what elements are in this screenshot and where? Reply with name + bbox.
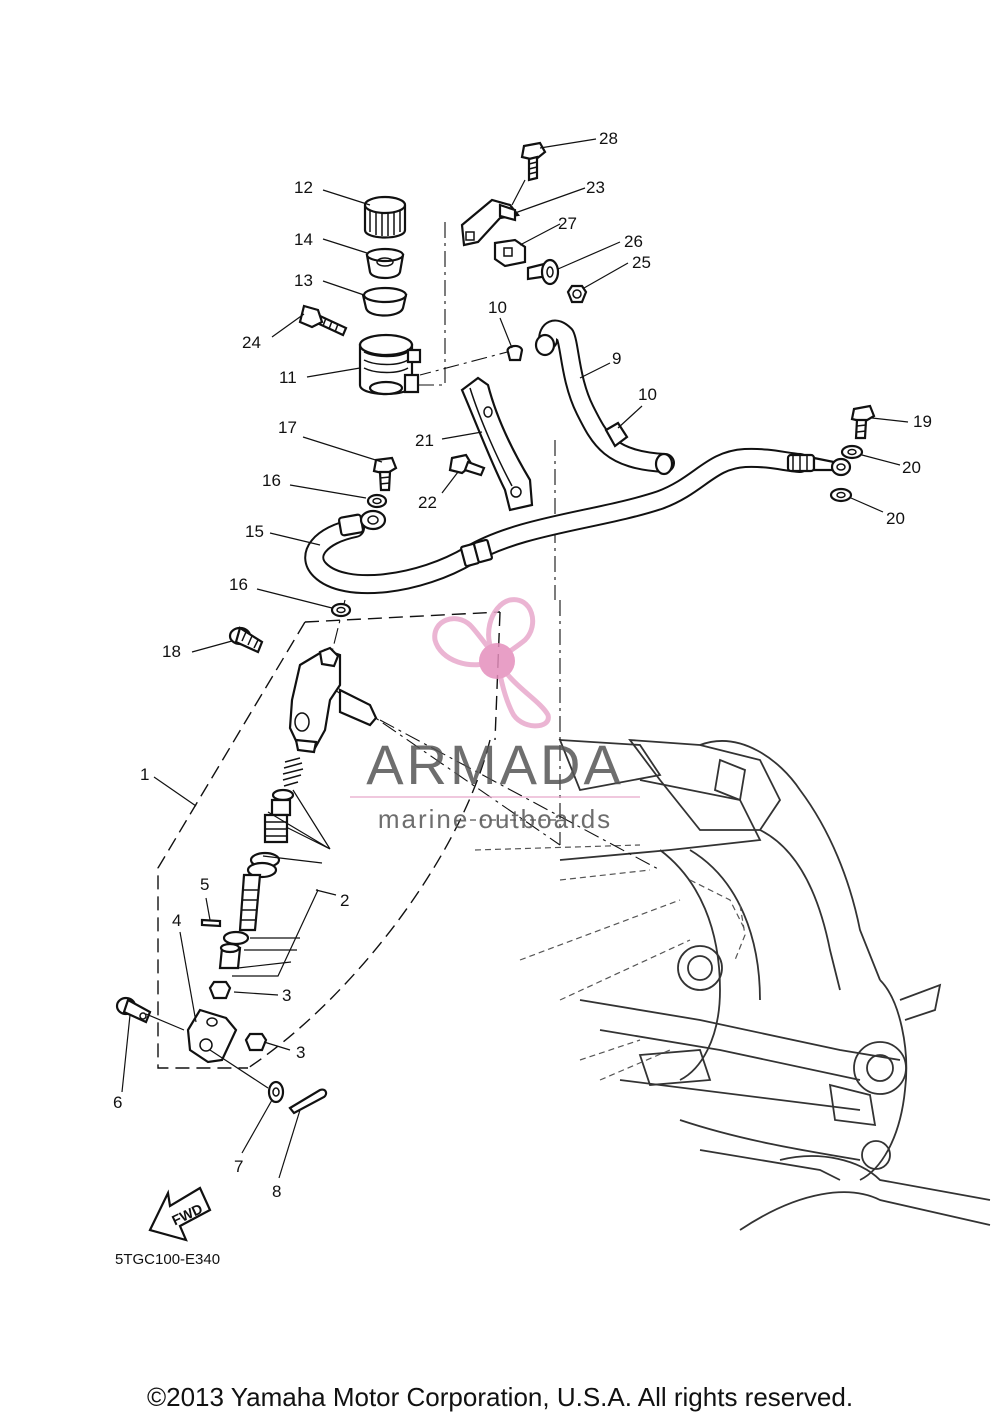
- watermark-brand: ARMADA: [366, 733, 624, 796]
- callout-20-a: 20: [902, 458, 921, 477]
- callout-6: 6: [113, 1093, 122, 1112]
- armada-watermark: ARMADA marine outboards: [350, 597, 640, 834]
- callout-14: 14: [294, 230, 313, 249]
- hose-guard-21: [460, 376, 534, 512]
- callout-labels: 1 2 3 3 4 5 6 7 8 9 10 10 11 12 13 14 15…: [113, 129, 932, 1201]
- callout-17: 17: [278, 418, 297, 437]
- hose-clip-10-b: [604, 421, 629, 448]
- callout-12: 12: [294, 178, 313, 197]
- clevis-pin-6: [115, 996, 152, 1024]
- nut-3-b: [244, 1032, 268, 1052]
- piston-kit-2: [218, 757, 304, 970]
- bracket-23: [460, 198, 521, 247]
- callout-3-b: 3: [296, 1043, 305, 1062]
- callout-10-a: 10: [488, 298, 507, 317]
- callout-2: 2: [340, 891, 349, 910]
- callout-20-b: 20: [886, 509, 905, 528]
- callout-18: 18: [162, 642, 181, 661]
- diagram-code: 5TGC100-E340: [115, 1251, 220, 1268]
- callout-16-a: 16: [262, 471, 281, 490]
- bolt-22: [448, 453, 486, 477]
- callout-8: 8: [272, 1182, 281, 1201]
- brake-hose-15: [304, 447, 852, 595]
- nut-3-a: [208, 980, 232, 1000]
- callout-27: 27: [558, 214, 577, 233]
- callout-7: 7: [234, 1157, 243, 1176]
- collar-26: [526, 258, 560, 286]
- callout-9: 9: [612, 349, 621, 368]
- callout-25: 25: [632, 253, 651, 272]
- master-cylinder-body: [288, 646, 378, 754]
- reservoir-hose-9: [534, 319, 675, 476]
- nut-25: [566, 284, 588, 304]
- callout-19: 19: [913, 412, 932, 431]
- callout-3-a: 3: [282, 986, 291, 1005]
- reservoir-assembly: [358, 195, 422, 396]
- armada-propeller-logo: [432, 597, 551, 729]
- watermark-tagline: marine outboards: [378, 804, 612, 834]
- callout-22: 22: [418, 493, 437, 512]
- screw-18: [228, 626, 264, 654]
- washer-7: [267, 1080, 285, 1104]
- union-bolt-19: [850, 404, 876, 440]
- callout-26: 26: [624, 232, 643, 251]
- callout-24: 24: [242, 333, 261, 352]
- bolt-28: [520, 141, 547, 182]
- hose-clip-10-a: [506, 344, 524, 362]
- washer-16-b: [330, 602, 352, 618]
- callout-16-b: 16: [229, 575, 248, 594]
- callout-1: 1: [140, 765, 149, 784]
- callout-21: 21: [415, 431, 434, 450]
- cotter-pin-8: [288, 1088, 328, 1115]
- motorcycle-frame: [470, 738, 991, 1231]
- clevis-4: [186, 1008, 238, 1064]
- copyright-notice: ©2013 Yamaha Motor Corporation, U.S.A. A…: [147, 1382, 853, 1412]
- callout-23: 23: [586, 178, 605, 197]
- callout-13: 13: [294, 271, 313, 290]
- washer-16-a: [366, 493, 388, 509]
- pin-5: [200, 918, 222, 928]
- callout-4: 4: [172, 911, 181, 930]
- union-bolt-17: [372, 456, 398, 492]
- callout-28: 28: [599, 129, 618, 148]
- washer-20-b: [829, 487, 853, 503]
- callout-10-b: 10: [638, 385, 657, 404]
- damper-27: [493, 238, 527, 268]
- screw-24: [298, 304, 348, 337]
- callout-5: 5: [200, 875, 209, 894]
- fwd-arrow: FWD: [148, 1186, 212, 1242]
- callout-15: 15: [245, 522, 264, 541]
- washer-20-a: [840, 444, 864, 460]
- callout-11: 11: [279, 368, 297, 387]
- leader-lines: [121, 138, 909, 1179]
